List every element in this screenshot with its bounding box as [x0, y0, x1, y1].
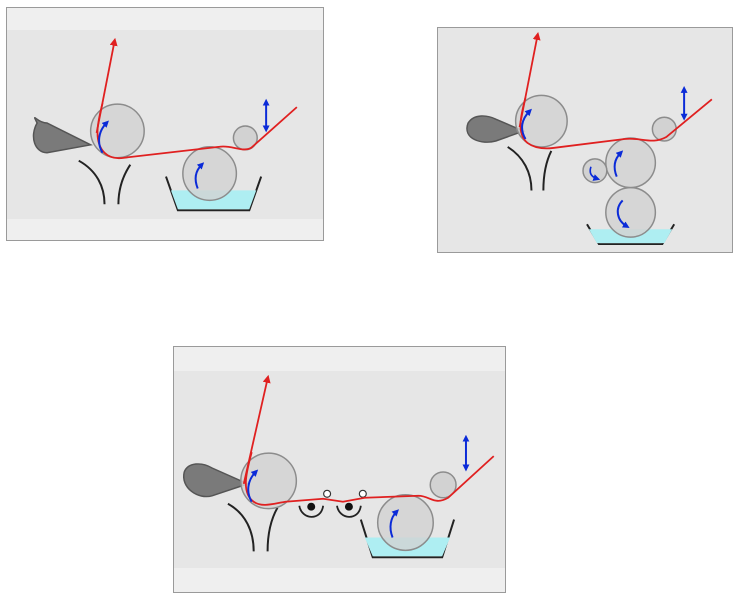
panel-top-band [7, 8, 323, 30]
idler-roller [358, 489, 367, 498]
coating-bath [165, 176, 263, 212]
kiss-roll [376, 494, 434, 552]
panel-bottom-band [7, 219, 323, 240]
web-path-exit-arrow [95, 37, 118, 134]
coating-diagram-panel-c [173, 346, 506, 593]
adjustable-roll [429, 471, 457, 499]
pickup-roll [605, 186, 657, 238]
idler-cradle [298, 505, 325, 518]
nip-guide-left [78, 159, 106, 205]
coating-diagram-panel-b [437, 27, 733, 253]
nip-guide-left [227, 502, 255, 552]
panel-b-drawing [466, 32, 713, 246]
doctor-blade-icon [32, 117, 93, 154]
coating-roll [240, 452, 298, 510]
rotation-arrow-icon [247, 469, 259, 503]
rotation-arrow-icon [589, 166, 601, 181]
web-path [245, 451, 495, 506]
idler-roller [344, 502, 353, 511]
kiss-roll [182, 146, 238, 202]
panel-a-drawing [32, 37, 298, 212]
idler-roller [307, 502, 316, 511]
doctor-blade-icon [183, 463, 250, 498]
coating-roll [89, 103, 145, 159]
nip-guide-right [117, 164, 132, 205]
panel-top-band [174, 347, 505, 371]
idler-cradle [336, 505, 362, 518]
coating-diagram-panel-a [6, 7, 324, 241]
web-path-exit-arrow [518, 32, 541, 128]
nip-guide-right [266, 507, 279, 552]
rotation-arrow-icon [194, 162, 205, 189]
coating-roll [514, 94, 568, 148]
panel-c-drawing [183, 374, 495, 559]
nip-guide-left [507, 146, 533, 191]
rotation-arrow-icon [389, 509, 399, 538]
panel-bottom-band [174, 568, 505, 592]
transfer-roll [605, 137, 657, 189]
web-path-exit-arrow [242, 374, 271, 485]
rotation-arrow-icon [616, 199, 630, 229]
rotation-arrow-icon [521, 108, 532, 140]
idler-roller [323, 489, 332, 498]
side-roll [582, 158, 608, 184]
nip-guide-right [542, 150, 553, 191]
rotation-arrow-icon [613, 150, 624, 178]
rotation-arrow-icon [98, 120, 109, 154]
